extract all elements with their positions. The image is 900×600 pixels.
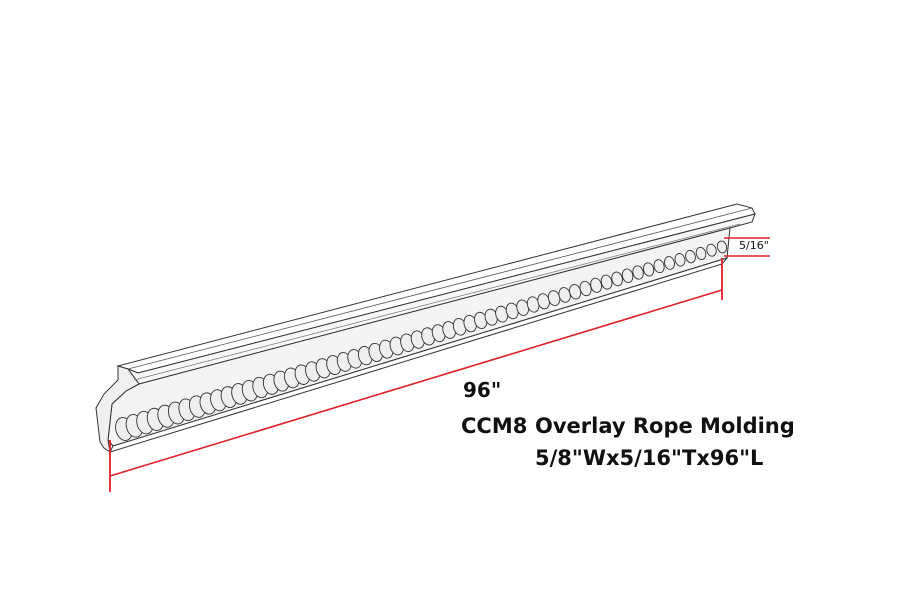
- length-label: 96": [463, 378, 502, 402]
- product-name: Overlay Rope Molding: [535, 414, 795, 438]
- rope-bead: [653, 259, 665, 274]
- rope-bead: [716, 240, 728, 254]
- thickness-label: 5/16": [739, 239, 769, 252]
- rope-bead: [621, 268, 634, 283]
- rope-bead: [600, 274, 613, 290]
- rope-bead: [706, 243, 717, 257]
- molding-groove-line: [127, 207, 753, 370]
- rope-bead: [674, 253, 686, 267]
- product-code: CCM8: [461, 414, 528, 438]
- thickness-dimension: [724, 237, 770, 257]
- length-dimension: [109, 258, 723, 492]
- product-dimensions: 5/8"Wx5/16"Tx96"L: [535, 446, 764, 470]
- rope-bead: [642, 262, 655, 277]
- molding-upper-band: [126, 213, 756, 385]
- rope-beads: [115, 240, 728, 441]
- rope-bead: [695, 246, 707, 260]
- rope-bead: [664, 256, 675, 270]
- length-dimension-line: [109, 289, 723, 477]
- molding-groove-line-2: [133, 223, 741, 381]
- rope-bead: [685, 249, 696, 264]
- rope-bead: [611, 271, 623, 287]
- rope-bead: [632, 265, 644, 280]
